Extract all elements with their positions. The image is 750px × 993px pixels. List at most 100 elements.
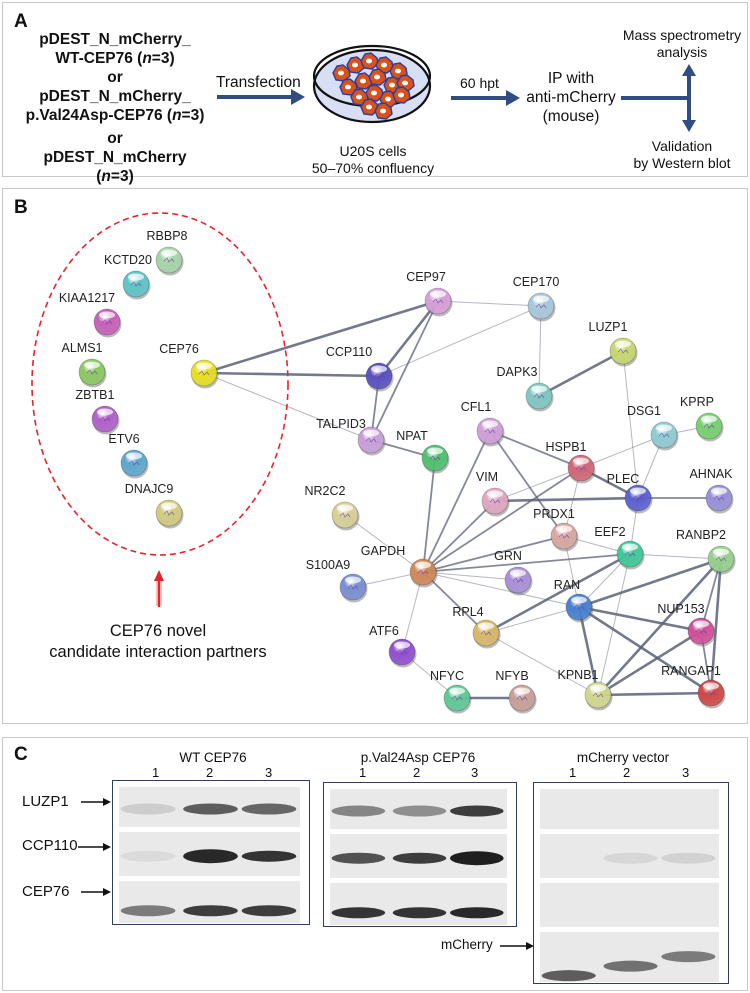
- node-alms1[interactable]: ALMS1: [62, 341, 107, 388]
- band-cep76-lane-1: [120, 905, 176, 917]
- novel-partners-arrow-icon: [154, 570, 164, 607]
- blot-mut-lane-2: 2: [413, 765, 421, 780]
- node-label: AHNAK: [689, 467, 733, 481]
- row-label-cep76: CEP76: [22, 883, 70, 900]
- band-mcherry-lane-3: [661, 951, 716, 963]
- node-cep76[interactable]: CEP76: [159, 342, 219, 389]
- node-talpid3[interactable]: TALPID3: [316, 417, 386, 456]
- edge-npat-gapdh: [422, 457, 436, 573]
- node-s100a9[interactable]: S100A9: [306, 558, 368, 603]
- protein-structure-icon: [512, 577, 524, 583]
- edge-ran-rpl4: [485, 606, 580, 634]
- node-vim[interactable]: VIM: [476, 470, 510, 517]
- node-highlight: [590, 684, 606, 692]
- blot-mut-frame: [323, 782, 517, 931]
- node-dapk3[interactable]: DAPK3: [497, 365, 554, 412]
- node-highlight: [363, 429, 379, 437]
- node-label: KPRP: [680, 395, 714, 409]
- edge-eef2-gapdh: [422, 553, 631, 573]
- protein-structure-icon: [429, 455, 441, 461]
- node-highlight: [97, 408, 113, 416]
- node-kiaa1217[interactable]: KIAA1217: [59, 291, 122, 338]
- protein-structure-icon: [198, 370, 210, 376]
- node-label: NR2C2: [305, 484, 346, 498]
- node-ran[interactable]: RAN: [554, 578, 594, 623]
- annotation-line-1: CEP76 novel: [109, 622, 207, 640]
- blot-vector-frame: [533, 782, 729, 988]
- node-rpl4[interactable]: RPL4: [452, 605, 501, 649]
- mass-spec-label: Mass spectrometry analysis: [615, 27, 749, 61]
- node-atf6[interactable]: ATF6: [369, 624, 417, 668]
- node-eef2[interactable]: EEF2: [594, 525, 645, 570]
- node-rangap1[interactable]: RANGAP1: [661, 664, 726, 709]
- node-nup153[interactable]: NUP153: [657, 602, 716, 647]
- node-ranbp2[interactable]: RANBP2: [676, 528, 736, 575]
- node-grn[interactable]: GRN: [494, 549, 533, 596]
- node-npat[interactable]: NPAT: [396, 429, 450, 474]
- cell-nucleus: [338, 70, 344, 76]
- band-cep76-lane-3: [241, 905, 297, 917]
- edge-ran-ranbp2: [578, 557, 722, 609]
- protein-structure-icon: [617, 348, 629, 354]
- blot-strip-cep76: [330, 883, 507, 931]
- band-ccp110-lane-3: [661, 852, 716, 864]
- protein-structure-icon: [658, 432, 670, 438]
- edge-gapdh-atf6: [401, 571, 424, 653]
- edge-cep76-talpid3: [203, 372, 372, 441]
- node-cep170[interactable]: CEP170: [513, 275, 560, 322]
- node-label: KPNB1: [558, 668, 599, 682]
- edge-cep97-ccp110: [377, 300, 440, 377]
- node-plec[interactable]: PLEC: [607, 472, 653, 514]
- node-kprp[interactable]: KPRP: [680, 395, 724, 442]
- node-label: RANBP2: [676, 528, 726, 542]
- strip-background: [540, 789, 719, 829]
- node-highlight: [514, 687, 530, 695]
- node-highlight: [693, 620, 709, 628]
- cell-nucleus: [402, 80, 408, 86]
- node-highlight: [630, 487, 646, 495]
- node-highlight: [531, 385, 547, 393]
- node-highlight: [711, 487, 727, 495]
- node-rbbp8[interactable]: RBBP8: [147, 229, 188, 276]
- band-ccp110-lane-3: [241, 850, 297, 862]
- node-kpnb1[interactable]: KPNB1: [558, 668, 613, 711]
- strip-background: [330, 883, 507, 931]
- node-gapdh[interactable]: GAPDH: [361, 544, 438, 588]
- cells-label: U20S cells 50–70% confluency: [308, 143, 438, 177]
- band-luzp1-lane-3: [241, 803, 297, 815]
- protein-structure-icon: [417, 569, 429, 575]
- node-kctd20[interactable]: KCTD20: [104, 253, 152, 300]
- panel-a: A pDEST_N_mCherry_ WT-CEP76 (n=3) or pDE…: [2, 2, 749, 185]
- edge-prdx1-gapdh: [422, 535, 565, 573]
- node-label: RANGAP1: [661, 664, 721, 678]
- protein-structure-icon: [575, 465, 587, 471]
- protein-structure-icon: [703, 423, 715, 429]
- node-zbtb1[interactable]: ZBTB1: [76, 388, 120, 435]
- node-cep97[interactable]: CEP97: [406, 270, 453, 317]
- node-prdx1[interactable]: PRDX1: [533, 507, 579, 552]
- edge-cep97-cep170: [437, 300, 542, 307]
- node-etv6[interactable]: ETV6: [108, 432, 149, 479]
- arrow-luzp1-icon: [81, 798, 111, 806]
- node-cfl1[interactable]: CFL1: [461, 400, 505, 447]
- node-dnajc9[interactable]: DNAJC9: [125, 482, 184, 529]
- node-ccp110[interactable]: CCP110: [326, 345, 394, 392]
- node-dsg1[interactable]: DSG1: [627, 404, 679, 451]
- edge-hspb1-vim: [494, 467, 582, 502]
- protein-structure-icon: [632, 495, 644, 501]
- protein-structure-icon: [695, 628, 707, 634]
- node-ahnak[interactable]: AHNAK: [689, 467, 734, 514]
- edge-gapdh-ran: [422, 571, 580, 608]
- node-hspb1[interactable]: HSPB1: [546, 440, 596, 484]
- node-highlight: [573, 457, 589, 465]
- band-ccp110-lane-1: [331, 852, 386, 864]
- node-label: CEP170: [513, 275, 560, 289]
- node-luzp1[interactable]: LUZP1: [589, 320, 638, 367]
- blot-wt-lane-1: 1: [152, 765, 160, 780]
- node-nr2c2[interactable]: NR2C2: [305, 484, 360, 531]
- petri-dish-icon: [312, 44, 432, 124]
- node-label: CFL1: [461, 400, 492, 414]
- node-nfyb[interactable]: NFYB: [495, 669, 537, 714]
- node-nfyc[interactable]: NFYC: [430, 669, 472, 714]
